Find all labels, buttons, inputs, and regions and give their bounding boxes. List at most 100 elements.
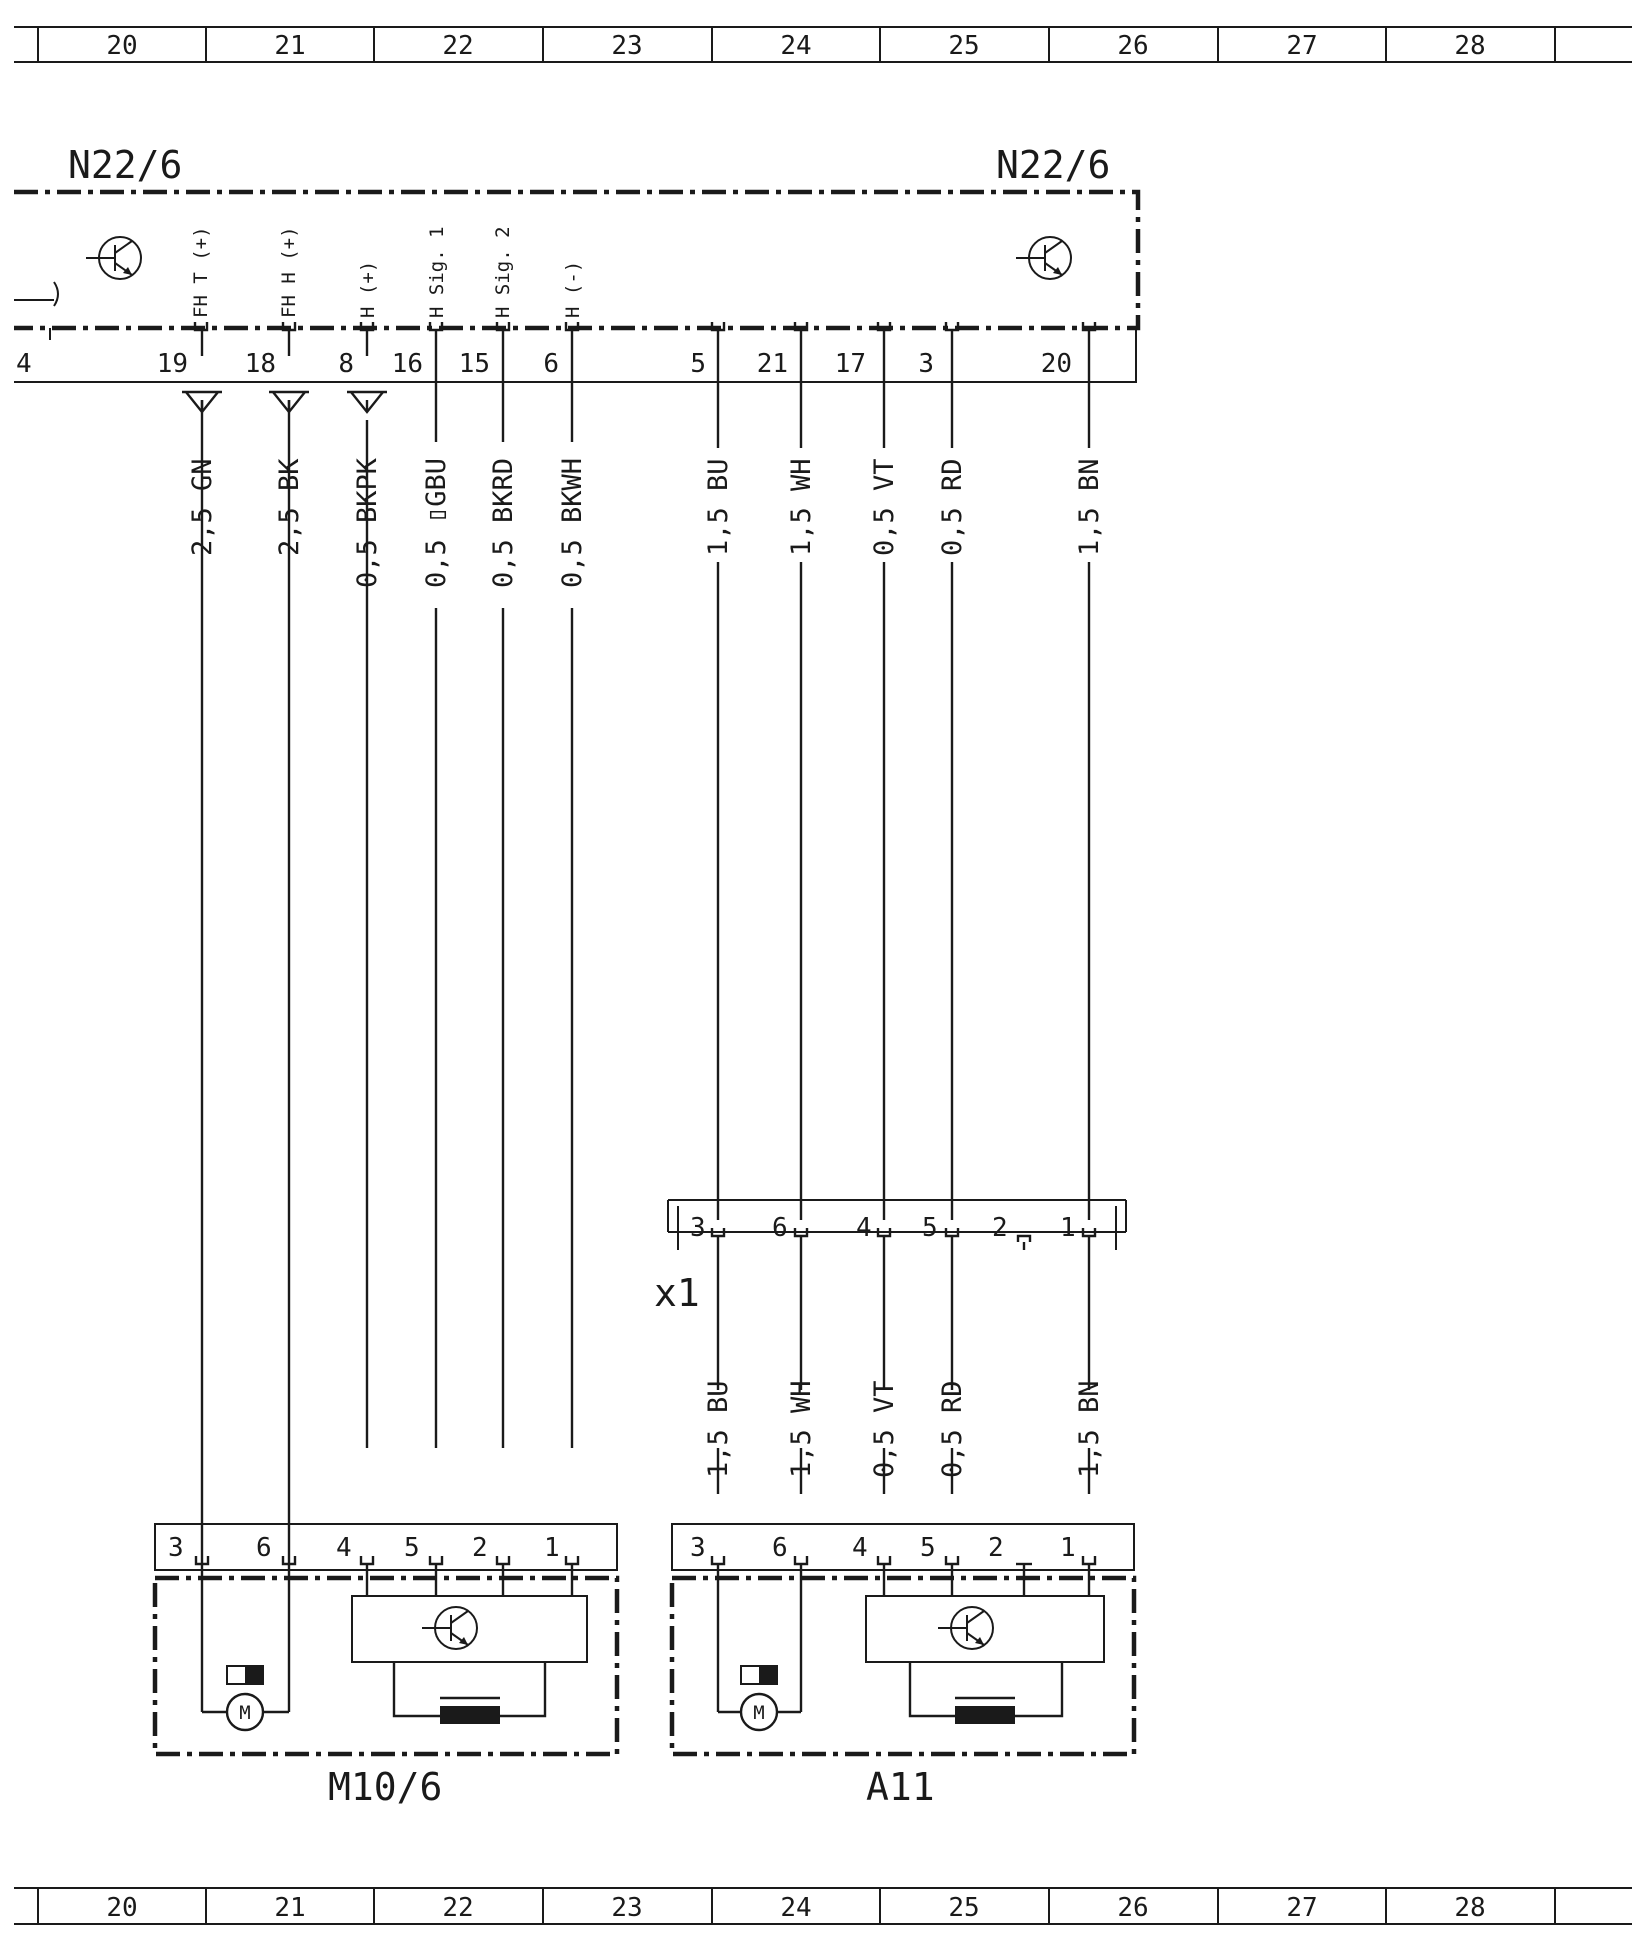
pin-number: 16 — [392, 349, 423, 379]
control-unit-n22-6: N22/6 N22/6 4 FH T (+) FH H — [14, 143, 1141, 383]
top-grid-ruler: 20 21 22 23 24 25 26 27 28 — [14, 26, 1632, 63]
connector-pin-number: 6 — [772, 1213, 788, 1243]
wire-17: 0,5 VT — [869, 322, 900, 1220]
connector-label: x1 — [654, 1271, 700, 1315]
actuator-coil-icon — [440, 1696, 500, 1724]
bottom-grid-cell-label: 25 — [948, 1893, 979, 1923]
motor-pin-number: 2 — [472, 1533, 488, 1563]
top-grid-cell-label: 23 — [611, 31, 642, 61]
top-grid-cell-label: 28 — [1454, 31, 1485, 61]
wire-label: 2,5 BK — [274, 458, 305, 556]
ground-icon — [182, 390, 222, 414]
wire-label: 1,5 BN — [1074, 1380, 1105, 1478]
motor-pin-number: 4 — [852, 1533, 868, 1563]
top-grid-cell-label: 26 — [1117, 31, 1148, 61]
bottom-grid-cell-label: 23 — [611, 1893, 642, 1923]
transistor-icon — [1016, 236, 1072, 280]
motor-pin-number: 6 — [772, 1533, 788, 1563]
wire-label: 0,5 RD — [937, 458, 968, 556]
motor-left-label: M10/6 — [328, 1765, 442, 1809]
pin-number: 6 — [543, 349, 559, 379]
wire-label: 1,5 BU — [703, 458, 734, 556]
wire-15: 0,5 BKRD — [488, 322, 519, 1448]
wire-16: 0,5 ▯GBU — [421, 322, 452, 1448]
motor-pin-number: 3 — [690, 1533, 706, 1563]
pin-number: 20 — [1041, 349, 1072, 379]
wire-label: 0,5 BKWH — [557, 458, 588, 588]
pin-function-label: H (+) — [357, 261, 379, 318]
edge-pin-number: 4 — [16, 349, 32, 379]
upper-wires: 2,5 GN 2,5 BK 0,5 BKPK 0,5 ▯GBU 0,5 BKRD… — [182, 322, 1105, 1448]
top-grid-cell-label: 27 — [1286, 31, 1317, 61]
motor-right-label: A11 — [866, 1765, 935, 1809]
control-unit-left-label: N22/6 — [68, 143, 182, 187]
pin-function-label: H Sig. 2 — [492, 226, 514, 318]
wire-8: 0,5 BKPK — [352, 322, 383, 1448]
wire-5: 1,5 BU — [703, 322, 734, 1220]
lower-wires: 1,5 BU 1,5 WH 0,5 VT 0,5 RD 1,5 BN — [703, 1236, 1105, 1494]
top-grid-cell-label: 24 — [780, 31, 811, 61]
wire-19: 2,5 GN — [187, 322, 218, 1448]
pin-number: 8 — [338, 349, 354, 379]
motor-pin-number: 5 — [404, 1533, 420, 1563]
connector-pin-number: 5 — [922, 1213, 938, 1243]
pin-number: 18 — [245, 349, 276, 379]
wire-3: 0,5 RD — [937, 322, 968, 1220]
wire-label: 1,5 WH — [786, 1380, 817, 1478]
top-grid-cell-label: 25 — [948, 31, 979, 61]
top-grid-cell-label: 22 — [442, 31, 473, 61]
bottom-grid-cell-label: 28 — [1454, 1893, 1485, 1923]
svg-text:M: M — [753, 1702, 764, 1724]
bottom-grid-cell-label: 20 — [106, 1893, 137, 1923]
ground-icon — [269, 390, 309, 414]
motor-pin-number: 1 — [544, 1533, 560, 1563]
connector-pin-number: 1 — [1060, 1213, 1076, 1243]
switch-indicator-icon — [226, 1665, 264, 1685]
motor-m10-6: 3 6 4 5 2 1 M — [152, 1448, 620, 1809]
bottom-grid-cell-label: 27 — [1286, 1893, 1317, 1923]
wire-label: 1,5 BU — [703, 1380, 734, 1478]
pin-function-label: FH T (+) — [190, 226, 212, 318]
motor-a11: 3 6 4 5 2 1 M — [669, 1523, 1137, 1809]
motor-pin-number: 5 — [920, 1533, 936, 1563]
motor-pin-number: 3 — [168, 1533, 184, 1563]
svg-text:M: M — [239, 1702, 250, 1724]
wire-label: 0,5 BKRD — [488, 458, 519, 588]
actuator-coil-icon — [955, 1696, 1015, 1724]
pin-number: 15 — [459, 349, 490, 379]
motor-pin-number: 1 — [1060, 1533, 1076, 1563]
pin-function-label: FH H (+) — [278, 226, 300, 318]
wire-label: 0,5 BKPK — [352, 457, 383, 588]
wire-label: 1,5 WH — [786, 458, 817, 556]
wire-21: 1,5 WH — [786, 322, 817, 1220]
connector-pin-number: 2 — [992, 1213, 1008, 1243]
ground-icon — [347, 390, 387, 414]
connector-pin-number: 4 — [856, 1213, 872, 1243]
wire-label: 0,5 VT — [869, 458, 900, 556]
transistor-icon — [422, 1606, 478, 1650]
transistor-icon — [86, 236, 142, 280]
wire-label: 0,5 ▯GBU — [421, 458, 452, 588]
transistor-icon — [938, 1606, 994, 1650]
top-grid-cell-label: 21 — [274, 31, 305, 61]
pin-number: 5 — [690, 349, 706, 379]
bottom-grid-ruler: 20 21 22 23 24 25 26 27 28 — [14, 1887, 1632, 1925]
wire-label: 0,5 VT — [869, 1380, 900, 1478]
pin-number: 3 — [918, 349, 934, 379]
connector-pin-number: 3 — [690, 1213, 706, 1243]
wire-20: 1,5 BN — [1074, 322, 1105, 1220]
pin-function-label: H Sig. 1 — [426, 226, 448, 318]
bottom-grid-cell-label: 22 — [442, 1893, 473, 1923]
motor-pin-number: 6 — [256, 1533, 272, 1563]
switch-indicator-icon — [740, 1665, 778, 1685]
wire-6: 0,5 BKWH — [557, 322, 588, 1448]
wire-label: 2,5 GN — [187, 458, 218, 556]
pin-number: 17 — [835, 349, 866, 379]
motor-pin-number: 2 — [988, 1533, 1004, 1563]
control-unit-right-label: N22/6 — [996, 143, 1110, 187]
wire-18: 2,5 BK — [274, 322, 305, 1448]
top-grid-cell-label: 20 — [106, 31, 137, 61]
pin-function-label: H (-) — [562, 261, 584, 318]
pin-number: 21 — [757, 349, 788, 379]
